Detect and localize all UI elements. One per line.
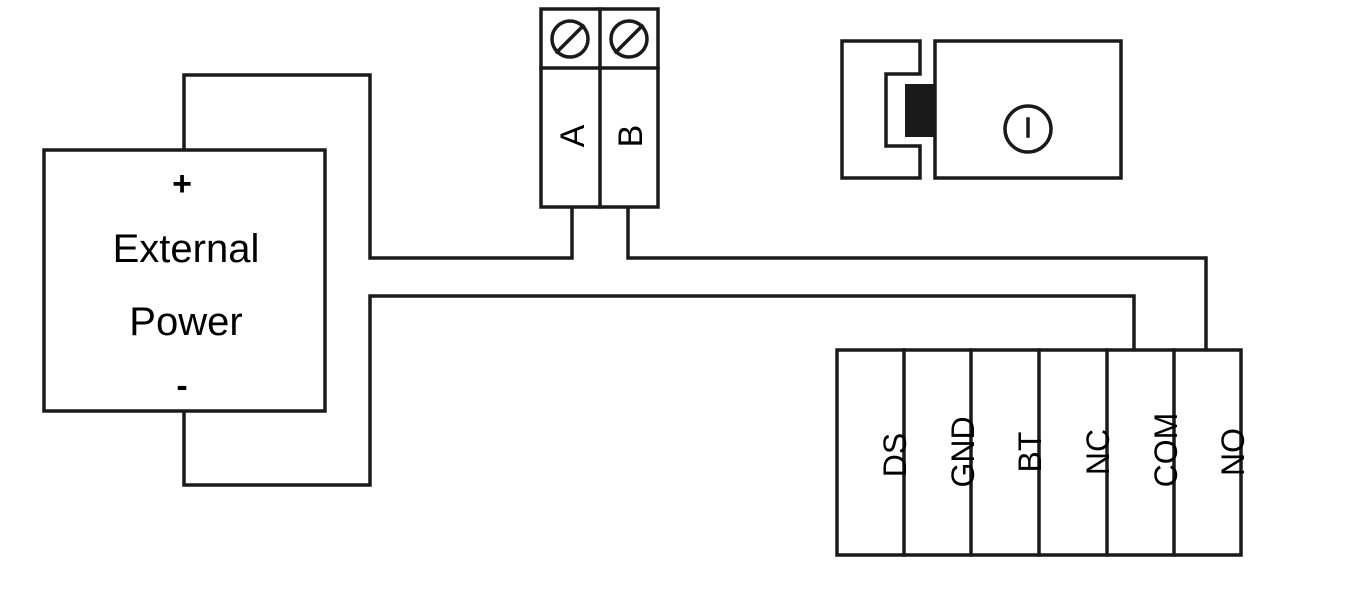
- pin-label-com: COM: [1148, 413, 1184, 488]
- pin-label-bt: BT: [1012, 432, 1048, 473]
- screw-icon: [609, 19, 649, 59]
- pin-connector: DS GND BT NC COM NO: [835, 348, 1251, 557]
- power-symbol-icon: [1003, 104, 1053, 154]
- power-minus-sign: -: [176, 367, 187, 405]
- wire-minus-to-com: [182, 294, 1136, 487]
- pin-label-ds: DS: [877, 433, 913, 477]
- wires: [182, 73, 1208, 487]
- pin-label-nc: NC: [1080, 429, 1116, 475]
- external-power-box: + External Power -: [42, 148, 327, 413]
- pin-label-no: NO: [1215, 428, 1251, 476]
- power-label-line2: Power: [129, 300, 242, 344]
- power-label-line1: External: [113, 227, 260, 271]
- wire-b-to-no: [626, 205, 1208, 352]
- terminal-block: A B: [539, 7, 660, 209]
- magnet-block: [905, 84, 936, 137]
- power-plus-sign: +: [172, 165, 192, 203]
- terminal-b-label: B: [612, 125, 650, 148]
- terminal-a-label: A: [554, 124, 592, 147]
- pin-label-gnd: GND: [945, 416, 981, 487]
- wire-plus-to-a: [182, 73, 574, 260]
- screw-icon: [550, 19, 590, 59]
- lock-device: [840, 39, 1123, 180]
